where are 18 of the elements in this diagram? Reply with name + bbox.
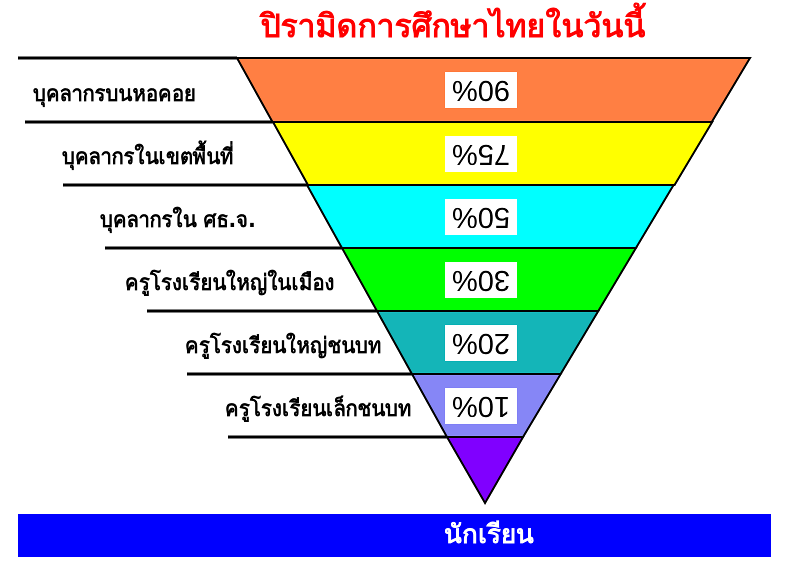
level-label: ครูโรงเรียนใหญ่ในเมือง	[125, 269, 335, 298]
percentage-label: 10%	[444, 388, 517, 424]
pyramid-band	[307, 185, 674, 248]
percentage-label: 20%	[444, 324, 517, 360]
pyramid-band	[272, 122, 712, 185]
percentage-label: 75%	[444, 136, 517, 172]
pyramid-band	[412, 374, 562, 437]
percentage-label: 50%	[444, 198, 517, 234]
level-label: ครูโรงเรียนเล็กชนบท	[225, 395, 412, 424]
level-label: บุคลากรใน ศธ.จ.	[100, 206, 256, 236]
pyramid-tip	[447, 437, 524, 503]
level-label: ครูโรงเรียนใหญ่ชนบท	[185, 332, 382, 361]
percentage-label: 30%	[444, 262, 517, 298]
pyramid-band	[342, 248, 636, 311]
pyramid-band	[237, 58, 750, 122]
base-bar: นักเรียน	[18, 514, 771, 557]
percentage-label: 90%	[445, 72, 517, 108]
level-label: บุคลากรบนหอคอย	[33, 81, 196, 110]
